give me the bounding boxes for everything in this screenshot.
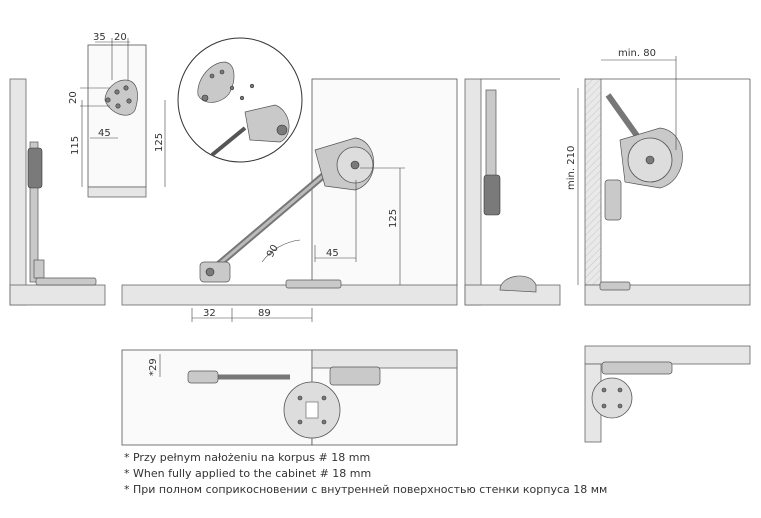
dim-plate-vertical-115: 115 (70, 136, 81, 155)
note-russian: * При полном соприкосновении с внутренне… (124, 483, 608, 496)
bottom-center-view: *29 (121, 349, 458, 446)
dim-plate-width-a: 35 (93, 32, 106, 43)
dim-plate-width-b: 20 (114, 32, 127, 43)
note-polish: * Przy pełnym nałożeniu na korpus # 18 m… (124, 451, 371, 464)
dim-main-height: 125 (388, 209, 399, 228)
dim-plate-offset: 45 (98, 128, 111, 139)
left-side-view (9, 78, 106, 306)
dim-bottom-32: 32 (203, 308, 216, 319)
dim-plate-height: 20 (68, 91, 79, 104)
main-view: 45 125 90 32 89 (121, 78, 458, 322)
dim-min-210: min. 210 (566, 146, 577, 190)
dim-bottom-89: 89 (258, 308, 271, 319)
notes: * Przy pełnym nałożeniu na korpus # 18 m… (124, 450, 607, 498)
dim-plate-vertical-125: 125 (154, 133, 165, 152)
dim-angle: 90 (265, 243, 281, 260)
circle-detail (177, 37, 303, 163)
dim-top-29: *29 (148, 358, 159, 376)
dim-main-offset: 45 (326, 248, 339, 259)
mounting-plate-detail: 35 20 20 45 115 125 (68, 32, 166, 198)
note-english: * When fully applied to the cabinet # 18… (124, 467, 372, 480)
third-view (464, 78, 561, 306)
bottom-right-view (584, 345, 751, 443)
dim-min-80: min. 80 (618, 48, 656, 59)
fourth-view: min. 80 min. 210 (566, 48, 751, 306)
